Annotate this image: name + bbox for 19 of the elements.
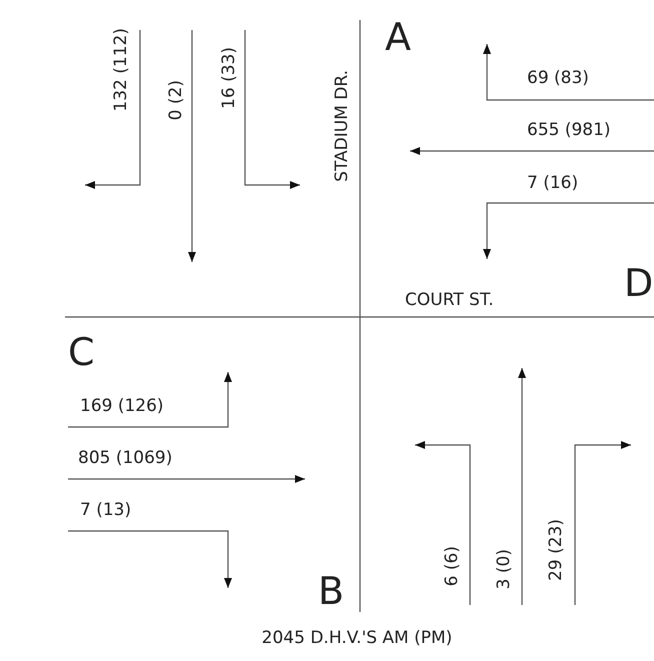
caption: 2045 D.H.V.'S AM (PM) bbox=[262, 628, 452, 648]
quadrant-letter: D bbox=[624, 264, 654, 302]
volume-label: 3 (0) bbox=[496, 549, 513, 590]
quadrant-letter: B bbox=[318, 572, 344, 610]
volume-label: 7 (16) bbox=[527, 175, 578, 192]
volume-label: 169 (126) bbox=[80, 398, 164, 415]
volume-label: 29 (23) bbox=[548, 519, 565, 581]
volume-label: 0 (2) bbox=[168, 80, 185, 120]
volume-label: 7 (13) bbox=[80, 502, 132, 519]
quadrant-letter: A bbox=[385, 18, 411, 56]
volume-label: 16 (33) bbox=[221, 47, 238, 109]
volume-label: 805 (1069) bbox=[78, 450, 172, 467]
street-name: COURT ST. bbox=[405, 292, 494, 309]
volume-label: 132 (112) bbox=[113, 28, 130, 112]
volume-label: 69 (83) bbox=[527, 70, 589, 87]
volume-label: 6 (6) bbox=[444, 546, 461, 586]
volume-label: 655 (981) bbox=[527, 122, 611, 139]
street-name: STADIUM DR. bbox=[334, 70, 351, 182]
quadrant-letter: C bbox=[68, 333, 95, 371]
